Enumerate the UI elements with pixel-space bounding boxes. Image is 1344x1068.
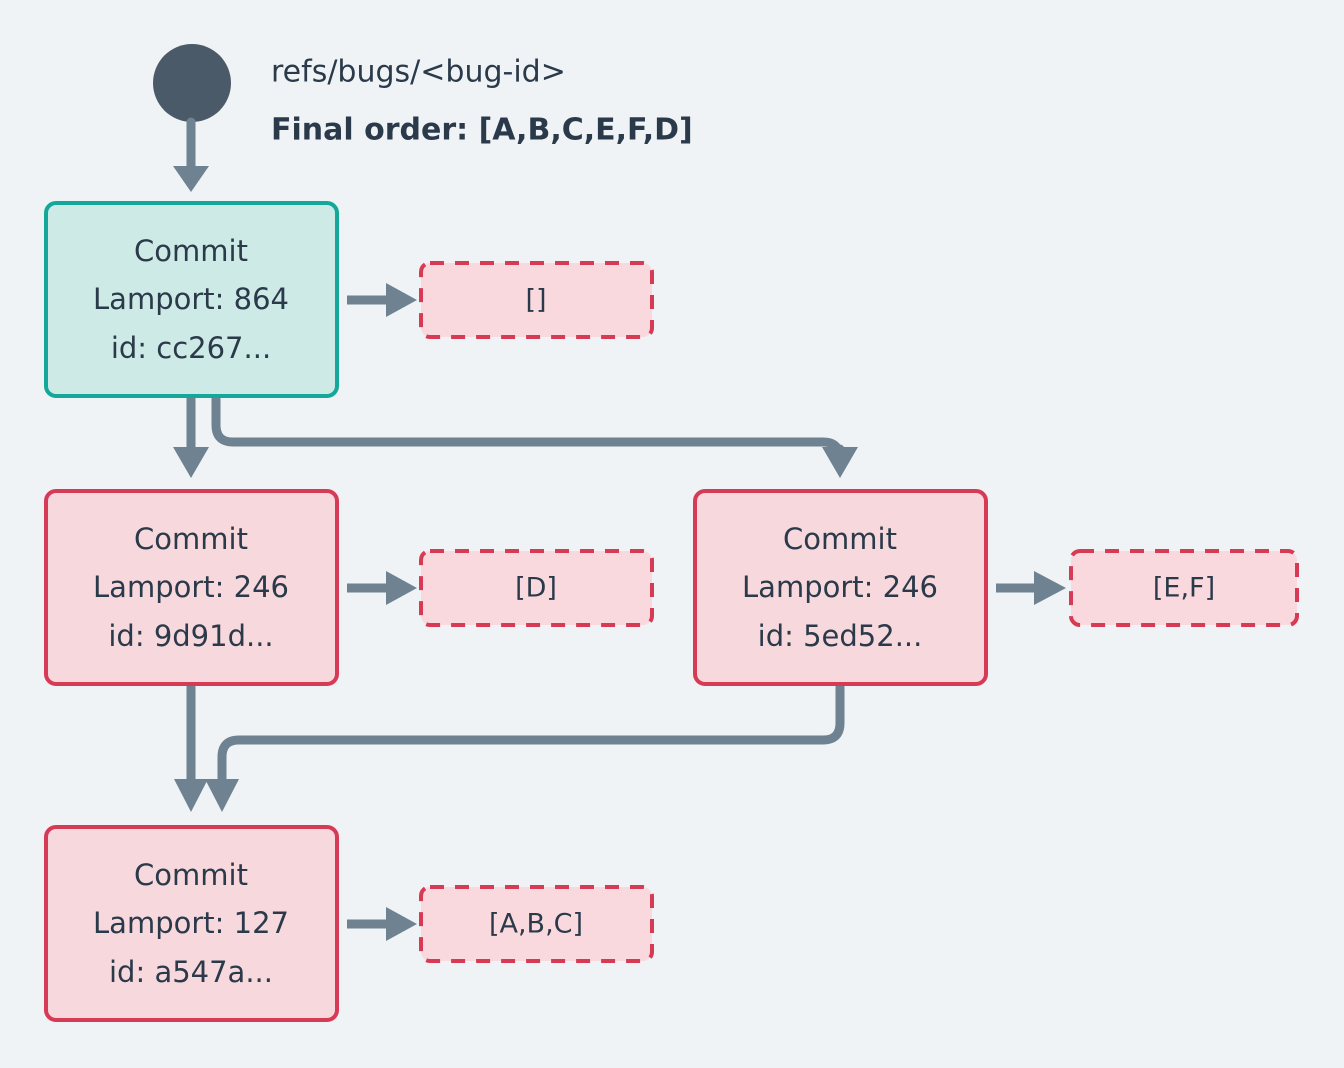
commit-node-9d91d-title: Commit	[134, 522, 248, 556]
commit-node-9d91d[interactable]: Commit Lamport: 246 id: 9d91d...	[44, 489, 339, 686]
commit-node-5ed52-box[interactable]	[693, 489, 988, 686]
operations-chip-5ed52-label: [E,F]	[1153, 573, 1215, 604]
arrowhead-5ed52-to-a547a	[205, 779, 239, 812]
commit-node-5ed52-hash: id: 5ed52...	[758, 619, 923, 653]
commit-node-9d91d-hash: id: 9d91d...	[108, 619, 273, 653]
operations-chip-cc267[interactable]: []	[419, 261, 654, 339]
final-order-label: Final order: [A,B,C,E,F,D]	[271, 113, 693, 148]
arrowhead-a547a-to-ops	[386, 907, 417, 941]
operations-chip-cc267-label: []	[525, 285, 546, 316]
arrowhead-cc267-to-9d91d	[173, 447, 209, 478]
commit-node-a547a-hash: id: a547a...	[109, 955, 273, 989]
commit-node-5ed52-title: Commit	[783, 522, 897, 556]
commit-node-cc267[interactable]: Commit Lamport: 864 id: cc267...	[44, 201, 339, 398]
commit-node-a547a-title: Commit	[134, 858, 248, 892]
arrowhead-5ed52-to-ops	[1034, 571, 1066, 605]
branch-ref-label: refs/bugs/<bug-id>	[271, 55, 566, 90]
commit-node-cc267-box[interactable]	[44, 201, 339, 398]
edge-cc267-to-5ed52	[211, 394, 845, 464]
operations-chip-a547a-box[interactable]	[419, 885, 654, 963]
commit-node-cc267-hash: id: cc267...	[111, 331, 271, 365]
edge-5ed52-to-a547a	[217, 682, 845, 786]
operations-chip-a547a-label: [A,B,C]	[489, 909, 583, 940]
commit-node-a547a[interactable]: Commit Lamport: 127 id: a547a...	[44, 825, 339, 1022]
commit-node-5ed52-lamport: Lamport: 246	[742, 570, 938, 604]
operations-chip-5ed52[interactable]: [E,F]	[1069, 549, 1299, 627]
commit-node-a547a-box[interactable]	[44, 825, 339, 1022]
commit-node-9d91d-lamport: Lamport: 246	[93, 570, 289, 604]
operations-chip-9d91d[interactable]: [D]	[419, 549, 654, 627]
operations-chip-9d91d-label: [D]	[515, 573, 557, 604]
commit-node-a547a-lamport: Lamport: 127	[93, 906, 289, 940]
commit-node-cc267-lamport: Lamport: 864	[93, 282, 289, 316]
commit-node-cc267-title: Commit	[134, 234, 248, 268]
arrowhead-head-to-cc267	[173, 166, 209, 192]
operations-chip-cc267-box[interactable]	[419, 261, 654, 339]
arrowhead-9d91d-to-a547a	[174, 779, 208, 812]
arrowhead-cc267-to-5ed52	[822, 447, 858, 478]
branch-head-dot	[153, 44, 231, 122]
arrowhead-cc267-to-ops	[386, 283, 417, 317]
arrowhead-9d91d-to-ops	[386, 571, 417, 605]
commit-node-9d91d-box[interactable]	[44, 489, 339, 686]
operations-chip-a547a[interactable]: [A,B,C]	[419, 885, 654, 963]
operations-chip-9d91d-box[interactable]	[419, 549, 654, 627]
commit-node-5ed52[interactable]: Commit Lamport: 246 id: 5ed52...	[693, 489, 988, 686]
operations-chip-5ed52-box[interactable]	[1069, 549, 1299, 627]
